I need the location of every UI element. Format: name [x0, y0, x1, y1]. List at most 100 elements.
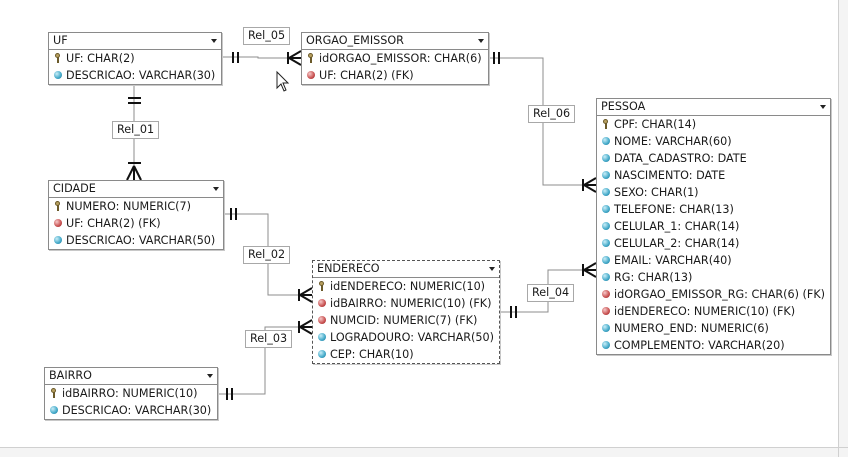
column-row[interactable]: NOME: VARCHAR(60)	[597, 133, 830, 150]
entity-header[interactable]: PESSOA	[597, 99, 830, 116]
column-row[interactable]: DESCRICAO: VARCHAR(30)	[45, 402, 217, 419]
column-row[interactable]: idENDERECO: NUMERIC(10)	[313, 278, 499, 295]
column-label: SEXO: CHAR(1)	[614, 186, 699, 199]
column-label: DATA_CADASTRO: DATE	[614, 152, 747, 165]
entity-uf[interactable]: UF UF: CHAR(2) DESCRICAO: VARCHAR(30)	[48, 32, 222, 85]
entity-header[interactable]: ORGAO_EMISSOR	[302, 33, 488, 50]
column-row[interactable]: RG: CHAR(13)	[597, 269, 830, 286]
primary-key-icon	[602, 119, 609, 129]
column-label: NUMERO_END: NUMERIC(6)	[614, 322, 769, 335]
attribute-icon	[318, 333, 326, 341]
entity-header[interactable]: ENDERECO	[313, 261, 499, 278]
column-label: UF: CHAR(2) (FK)	[66, 217, 161, 230]
column-row[interactable]: DESCRICAO: VARCHAR(30)	[49, 67, 221, 84]
entity-header[interactable]: UF	[49, 33, 221, 50]
column-row[interactable]: UF: CHAR(2)	[49, 50, 221, 67]
column-row[interactable]: LOGRADOURO: VARCHAR(50)	[313, 329, 499, 346]
dropdown-arrow-icon[interactable]	[820, 105, 826, 109]
rel-label-05[interactable]: Rel_05	[243, 27, 291, 45]
column-label: idENDERECO: NUMERIC(10) (FK)	[614, 305, 796, 318]
column-row[interactable]: UF: CHAR(2) (FK)	[49, 215, 223, 232]
rel-label-03[interactable]: Rel_03	[245, 330, 293, 348]
column-row[interactable]: DATA_CADASTRO: DATE	[597, 150, 830, 167]
column-row[interactable]: NUMERO_END: NUMERIC(6)	[597, 320, 830, 337]
entity-cidade[interactable]: CIDADE NUMERO: NUMERIC(7) UF: CHAR(2) (F…	[48, 180, 224, 250]
primary-key-icon	[318, 281, 325, 291]
canvas-border-bottom	[0, 447, 848, 448]
column-label: NUMCID: NUMERIC(7) (FK)	[330, 314, 478, 327]
rel-label-02[interactable]: Rel_02	[243, 246, 291, 264]
entity-orgao-emissor[interactable]: ORGAO_EMISSOR idORGAO_EMISSOR: CHAR(6) U…	[301, 32, 489, 85]
attribute-icon	[54, 71, 62, 79]
entity-endereco[interactable]: ENDERECO idENDERECO: NUMERIC(10) idBAIRR…	[312, 260, 500, 364]
primary-key-icon	[54, 53, 61, 63]
column-label: CPF: CHAR(14)	[614, 118, 697, 131]
column-row[interactable]: SEXO: CHAR(1)	[597, 184, 830, 201]
attribute-icon	[602, 171, 610, 179]
column-row[interactable]: idORGAO_EMISSOR: CHAR(6)	[302, 50, 488, 67]
column-label: TELEFONE: CHAR(13)	[614, 203, 734, 216]
dropdown-arrow-icon[interactable]	[207, 374, 213, 378]
column-label: RG: CHAR(13)	[614, 271, 693, 284]
attribute-icon	[602, 188, 610, 196]
canvas-edge-bottom	[0, 448, 848, 457]
column-label: idORGAO_EMISSOR: CHAR(6)	[319, 52, 482, 65]
entity-header[interactable]: BAIRRO	[45, 368, 217, 385]
attribute-icon	[50, 406, 58, 414]
column-row[interactable]: CELULAR_1: CHAR(14)	[597, 218, 830, 235]
column-row[interactable]: idBAIRRO: NUMERIC(10) (FK)	[313, 295, 499, 312]
column-row[interactable]: NASCIMENTO: DATE	[597, 167, 830, 184]
column-label: EMAIL: VARCHAR(40)	[614, 254, 732, 267]
attribute-icon	[602, 239, 610, 247]
attribute-icon	[602, 256, 610, 264]
column-row[interactable]: NUMCID: NUMERIC(7) (FK)	[313, 312, 499, 329]
attribute-icon	[602, 205, 610, 213]
column-label: idBAIRRO: NUMERIC(10) (FK)	[330, 297, 492, 310]
column-row[interactable]: CPF: CHAR(14)	[597, 116, 830, 133]
rel-label-06[interactable]: Rel_06	[528, 105, 576, 123]
column-label: NOME: VARCHAR(60)	[614, 135, 732, 148]
foreign-key-icon	[602, 307, 610, 315]
column-row[interactable]: idENDERECO: NUMERIC(10) (FK)	[597, 303, 830, 320]
column-label: NUMERO: NUMERIC(7)	[66, 200, 191, 213]
rel-label-01[interactable]: Rel_01	[112, 121, 160, 139]
foreign-key-icon	[602, 290, 610, 298]
column-label: UF: CHAR(2)	[66, 52, 135, 65]
canvas-border-right	[838, 0, 839, 457]
primary-key-icon	[54, 201, 61, 211]
attribute-icon	[602, 273, 610, 281]
foreign-key-icon	[307, 71, 315, 79]
column-row[interactable]: idORGAO_EMISSOR_RG: CHAR(6) (FK)	[597, 286, 830, 303]
dropdown-arrow-icon[interactable]	[211, 39, 217, 43]
column-label: UF: CHAR(2) (FK)	[319, 69, 414, 82]
entity-title: BAIRRO	[49, 369, 92, 382]
column-row[interactable]: idBAIRRO: NUMERIC(10)	[45, 385, 217, 402]
entity-bairro[interactable]: BAIRRO idBAIRRO: NUMERIC(10) DESCRICAO: …	[44, 367, 218, 420]
dropdown-arrow-icon[interactable]	[213, 187, 219, 191]
entity-title: ORGAO_EMISSOR	[306, 34, 404, 47]
entity-pessoa[interactable]: PESSOA CPF: CHAR(14) NOME: VARCHAR(60) D…	[596, 98, 831, 355]
column-row[interactable]: COMPLEMENTO: VARCHAR(20)	[597, 337, 830, 354]
primary-key-icon	[50, 388, 57, 398]
column-label: DESCRICAO: VARCHAR(30)	[66, 69, 216, 82]
column-row[interactable]: CELULAR_2: CHAR(14)	[597, 235, 830, 252]
column-row[interactable]: TELEFONE: CHAR(13)	[597, 201, 830, 218]
column-row[interactable]: DESCRICAO: VARCHAR(50)	[49, 232, 223, 249]
column-label: CEP: CHAR(10)	[330, 348, 414, 361]
attribute-icon	[602, 341, 610, 349]
column-row[interactable]: NUMERO: NUMERIC(7)	[49, 198, 223, 215]
column-row[interactable]: CEP: CHAR(10)	[313, 346, 499, 363]
dropdown-arrow-icon[interactable]	[489, 267, 495, 271]
entity-title: ENDERECO	[317, 262, 380, 275]
column-label: DESCRICAO: VARCHAR(50)	[66, 234, 216, 247]
column-label: idENDERECO: NUMERIC(10)	[330, 280, 486, 293]
column-label: COMPLEMENTO: VARCHAR(20)	[614, 339, 785, 352]
attribute-icon	[54, 236, 62, 244]
rel-label-04[interactable]: Rel_04	[527, 284, 575, 302]
entity-header[interactable]: CIDADE	[49, 181, 223, 198]
column-label: idORGAO_EMISSOR_RG: CHAR(6) (FK)	[614, 288, 826, 301]
column-row[interactable]: EMAIL: VARCHAR(40)	[597, 252, 830, 269]
primary-key-icon	[307, 53, 314, 63]
column-row[interactable]: UF: CHAR(2) (FK)	[302, 67, 488, 84]
dropdown-arrow-icon[interactable]	[478, 39, 484, 43]
